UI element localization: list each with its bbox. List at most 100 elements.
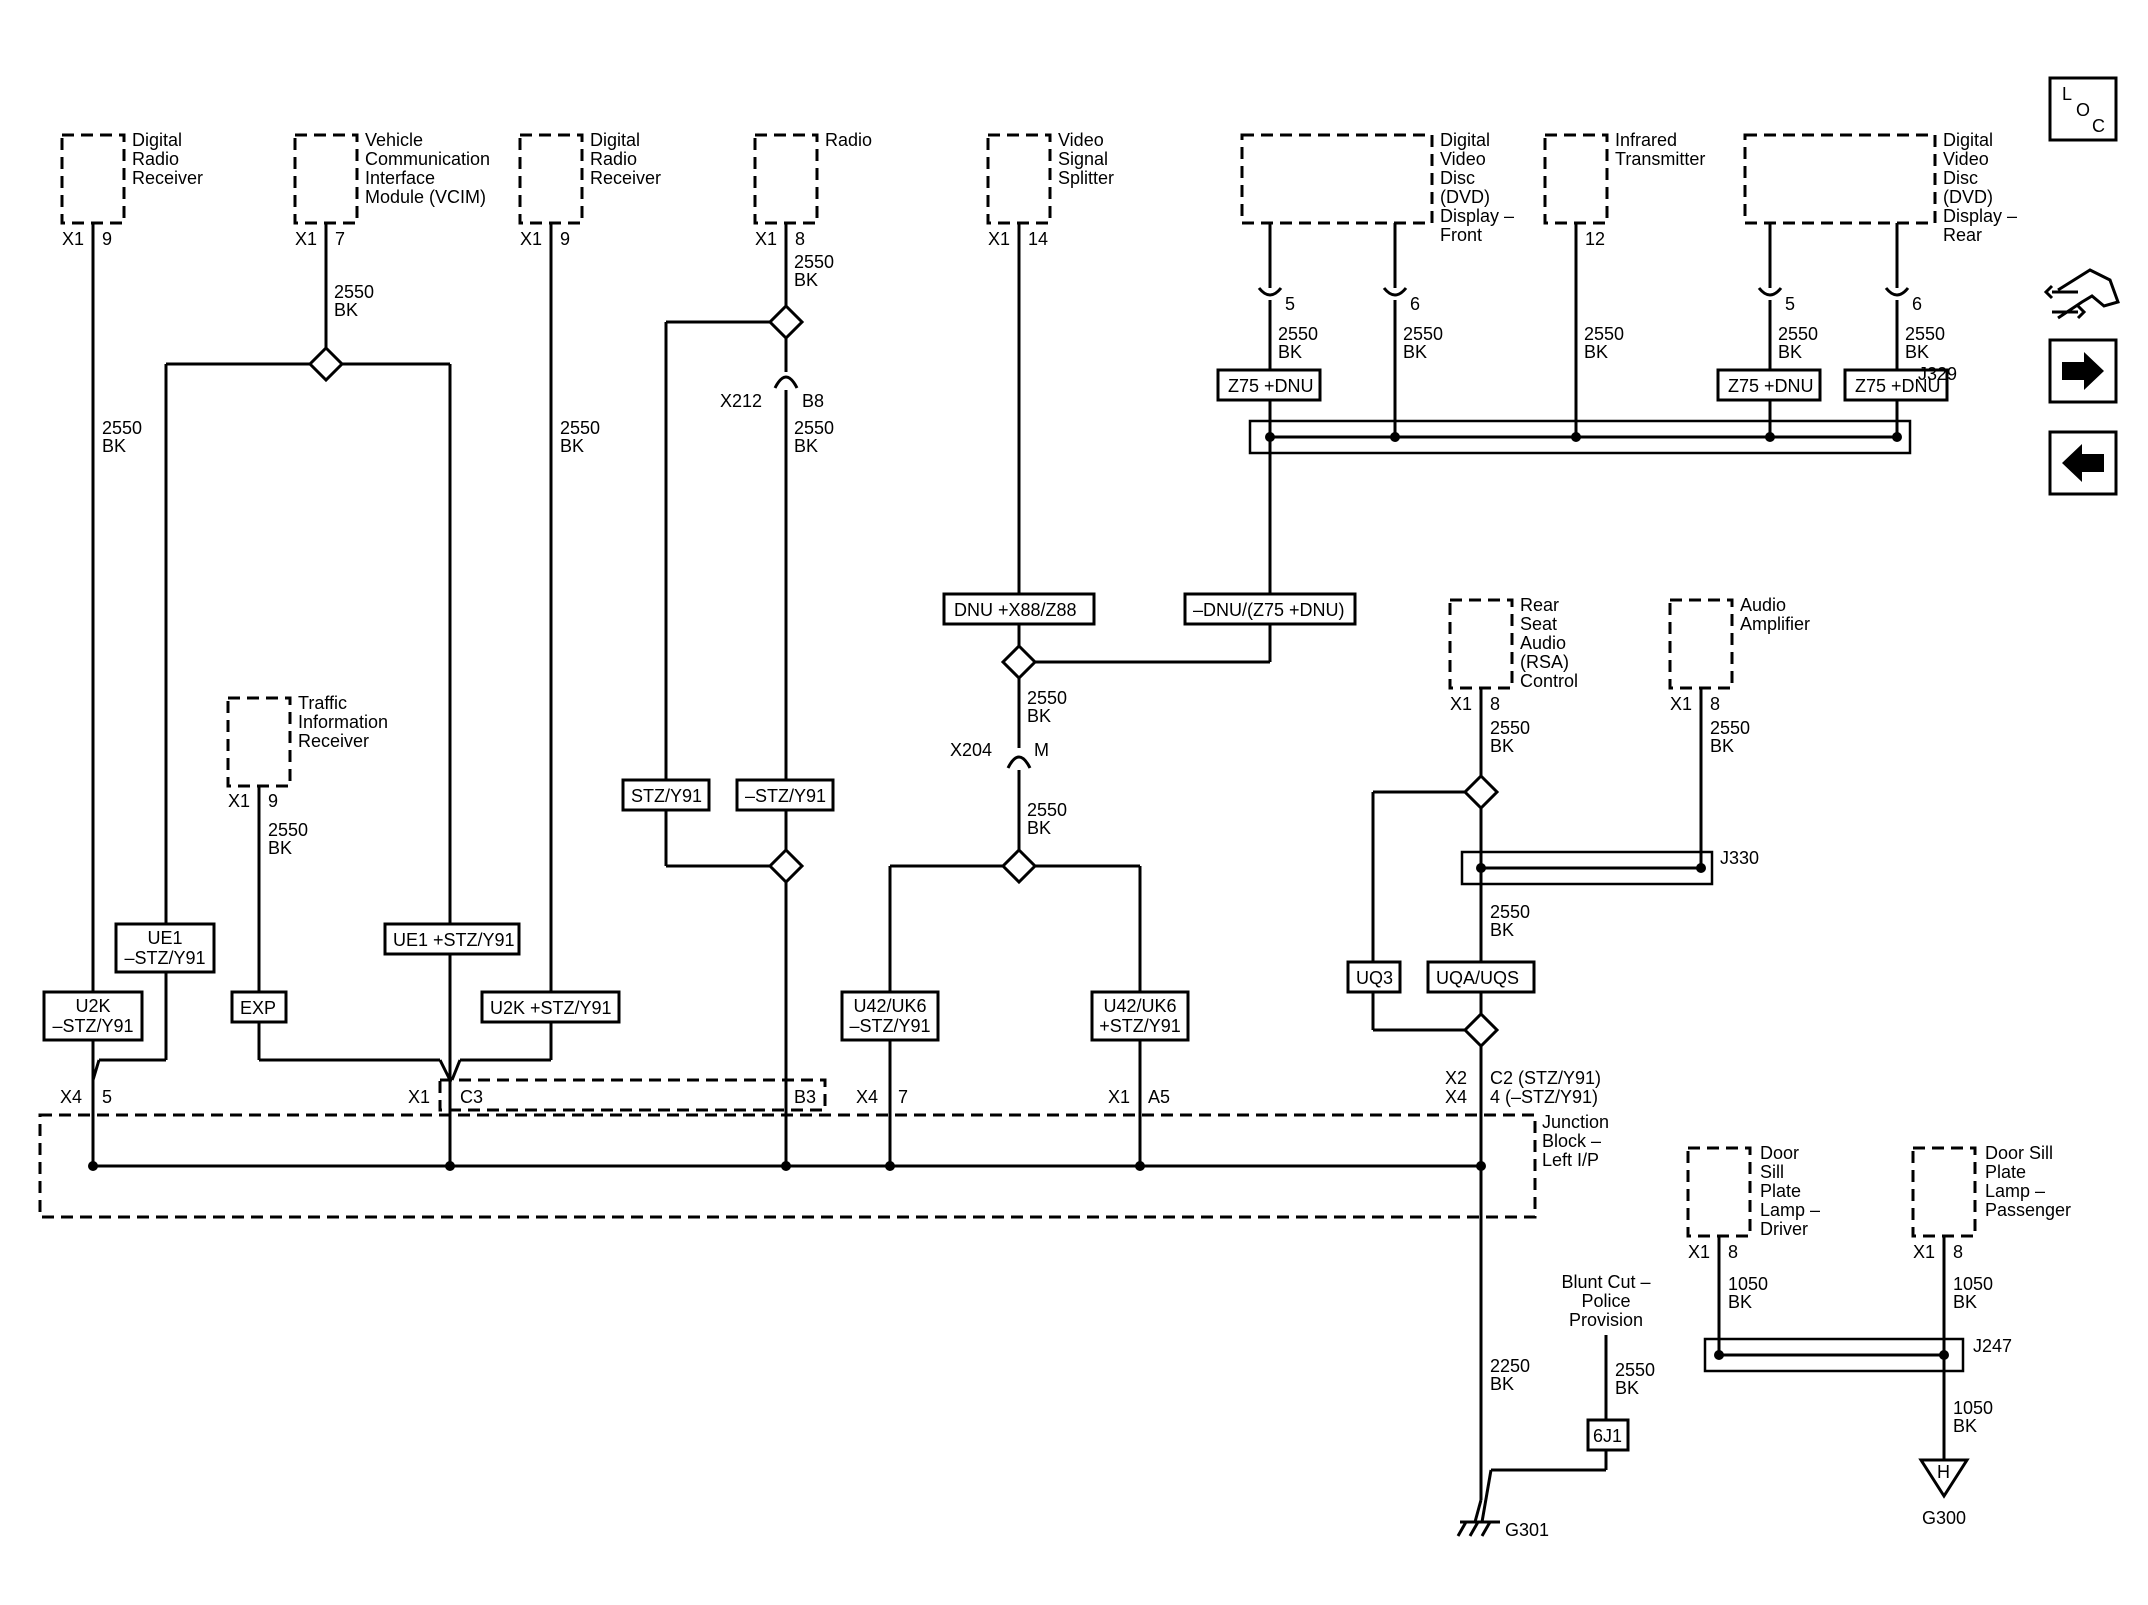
svg-text:BK: BK <box>1778 342 1802 362</box>
svg-text:BK: BK <box>1490 736 1514 756</box>
svg-text:9: 9 <box>268 791 278 811</box>
svg-text:X1: X1 <box>62 229 84 249</box>
svg-text:2550: 2550 <box>268 820 308 840</box>
splice-pack-j329 <box>1248 419 1912 455</box>
option-exp: EXP <box>230 990 288 1024</box>
svg-text:B8: B8 <box>802 391 824 411</box>
svg-text:2550: 2550 <box>1778 324 1818 344</box>
svg-text:STZ/Y91: STZ/Y91 <box>631 786 702 806</box>
svg-text:X1: X1 <box>228 791 250 811</box>
svg-text:U2K +STZ/Y91: U2K +STZ/Y91 <box>490 998 612 1018</box>
svg-text:BK: BK <box>1490 1374 1514 1394</box>
option-dnu-x88: DNU +X88/Z88 <box>942 592 1096 626</box>
svg-text:6J1: 6J1 <box>1593 1426 1622 1446</box>
option-uq3: UQ3 <box>1346 960 1402 994</box>
svg-text:X1: X1 <box>408 1087 430 1107</box>
svg-text:BK: BK <box>794 436 818 456</box>
location-button[interactable]: L O C <box>2048 76 2118 142</box>
svg-text:8: 8 <box>1953 1242 1963 1262</box>
svg-text:X1: X1 <box>1670 694 1692 714</box>
svg-text:12: 12 <box>1585 229 1605 249</box>
svg-text:X204: X204 <box>950 740 992 760</box>
svg-text:1050: 1050 <box>1953 1274 1993 1294</box>
option-6j1: 6J1 <box>1586 1418 1630 1452</box>
svg-text:2550: 2550 <box>794 418 834 438</box>
splice-points <box>307 303 1500 1049</box>
svg-text:X1: X1 <box>755 229 777 249</box>
svg-text:1050: 1050 <box>1953 1398 1993 1418</box>
arrow-left-icon <box>2062 444 2104 482</box>
svg-text:BK: BK <box>1710 736 1734 756</box>
svg-text:–STZ/Y91: –STZ/Y91 <box>849 1016 930 1036</box>
svg-text:BK: BK <box>1615 1378 1639 1398</box>
svg-text:2250: 2250 <box>1490 1356 1530 1376</box>
svg-text:U42/UK6: U42/UK6 <box>853 996 926 1016</box>
option-u42-stz: U42/UK6 +STZ/Y91 <box>1090 990 1190 1042</box>
svg-text:BK: BK <box>1027 706 1051 726</box>
svg-text:7: 7 <box>335 229 345 249</box>
svg-text:BK: BK <box>268 838 292 858</box>
svg-text:UQ3: UQ3 <box>1356 968 1393 988</box>
splice-pack-j247 <box>1703 1337 1965 1373</box>
svg-text:8: 8 <box>795 229 805 249</box>
loc-icon-o: O <box>2076 100 2090 120</box>
svg-text:BK: BK <box>794 270 818 290</box>
svg-text:2550: 2550 <box>1490 902 1530 922</box>
inline-connectors <box>773 268 1910 780</box>
svg-text:X1: X1 <box>1450 694 1472 714</box>
previous-page-button[interactable] <box>2048 430 2118 496</box>
option-stz: STZ/Y91 <box>621 778 711 812</box>
svg-text:X1: X1 <box>520 229 542 249</box>
svg-text:2550: 2550 <box>794 252 834 272</box>
svg-text:A5: A5 <box>1148 1087 1170 1107</box>
svg-text:BK: BK <box>1027 818 1051 838</box>
svg-text:J329: J329 <box>1918 364 1957 384</box>
svg-text:BK: BK <box>102 436 126 456</box>
svg-text:U2K: U2K <box>75 996 110 1016</box>
svg-text:X212: X212 <box>720 391 762 411</box>
svg-text:2550: 2550 <box>1905 324 1945 344</box>
option-z75-dnu-rear-6: Z75 +DNU <box>1843 368 1949 402</box>
component-radio[interactable]: Radio <box>753 130 872 225</box>
svg-text:2550: 2550 <box>560 418 600 438</box>
svg-text:–STZ/Y91: –STZ/Y91 <box>745 786 826 806</box>
svg-text:BK: BK <box>560 436 584 456</box>
svg-text:U42/UK6: U42/UK6 <box>1103 996 1176 1016</box>
svg-text:2550: 2550 <box>1403 324 1443 344</box>
svg-text:4 (–STZ/Y91): 4 (–STZ/Y91) <box>1490 1087 1598 1107</box>
svg-text:9: 9 <box>560 229 570 249</box>
svg-text:UE1: UE1 <box>147 928 182 948</box>
svg-text:8: 8 <box>1728 1242 1738 1262</box>
svg-text:9: 9 <box>102 229 112 249</box>
svg-text:B3: B3 <box>794 1087 816 1107</box>
option-ue1-stz: UE1 +STZ/Y91 <box>383 922 521 956</box>
svg-text:BK: BK <box>1490 920 1514 940</box>
tools-icon[interactable] <box>2043 268 2120 320</box>
next-page-button[interactable] <box>2048 338 2118 404</box>
svg-text:X1: X1 <box>1108 1087 1130 1107</box>
svg-text:BK: BK <box>1953 1292 1977 1312</box>
svg-text:2550: 2550 <box>1584 324 1624 344</box>
svg-text:X1: X1 <box>988 229 1010 249</box>
option-z75-dnu-front: Z75 +DNU <box>1216 368 1322 402</box>
svg-text:X1: X1 <box>1688 1242 1710 1262</box>
svg-text:Z75 +DNU: Z75 +DNU <box>1228 376 1314 396</box>
